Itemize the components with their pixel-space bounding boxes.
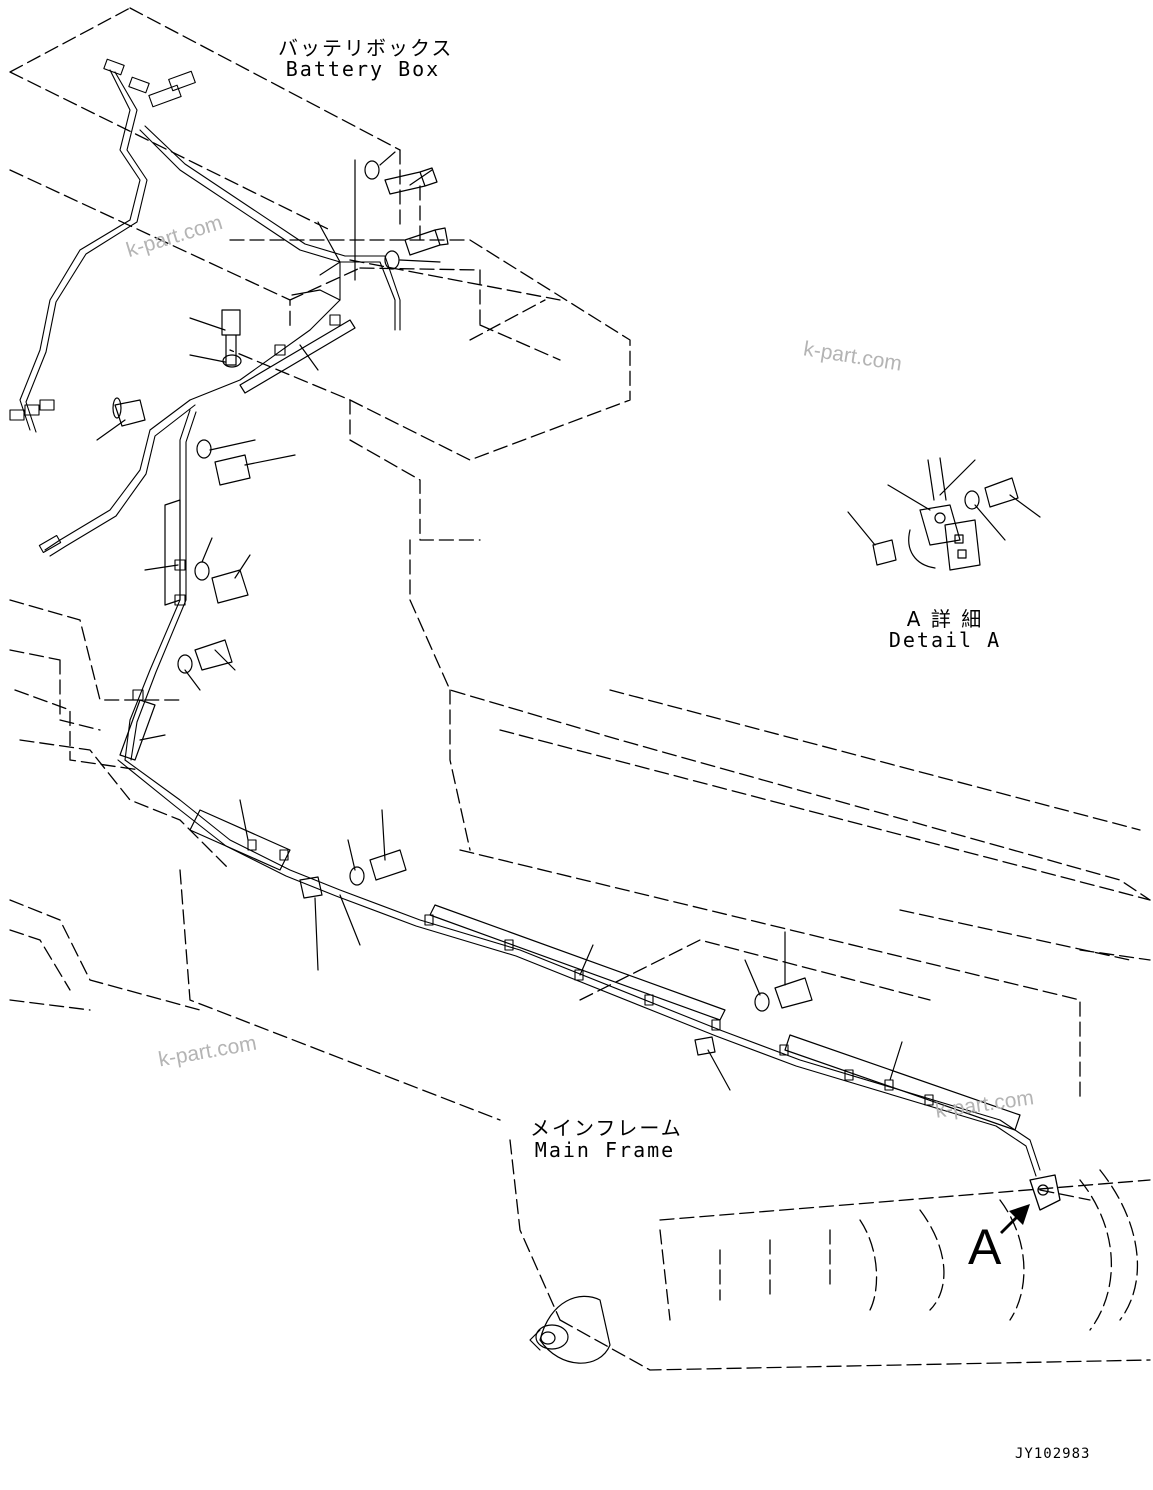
main-frame-outline [9, 539, 1151, 1371]
drawing-number: JY102983 [1015, 1446, 1091, 1462]
connector-group-top [9, 58, 196, 554]
clips [132, 314, 934, 1106]
battery-box-outline [9, 7, 631, 541]
detail-a-jp-label: A 詳 細 [906, 607, 984, 631]
arrow-a-icon [1000, 1204, 1030, 1234]
leader-lines [96, 151, 1041, 1091]
terminal-end [1029, 1174, 1061, 1211]
pivot-boss [529, 1295, 611, 1364]
detail-a-en-label: Detail A [888, 628, 1002, 652]
main-frame-jp-label: メインフレーム [530, 1116, 683, 1140]
battery-box-en-label: Battery Box [285, 57, 441, 81]
detail-a-drawing [908, 457, 981, 571]
clamp-bars [119, 319, 1021, 1131]
callout-a-label: A [968, 1219, 1002, 1275]
wire-harness [19, 69, 1041, 1177]
bolts [194, 167, 1019, 1009]
main-frame-en-label: Main Frame [534, 1138, 676, 1162]
washers [177, 160, 980, 1012]
spacers [112, 397, 897, 1056]
battery-box-jp-label: バッテリボックス [278, 36, 454, 60]
